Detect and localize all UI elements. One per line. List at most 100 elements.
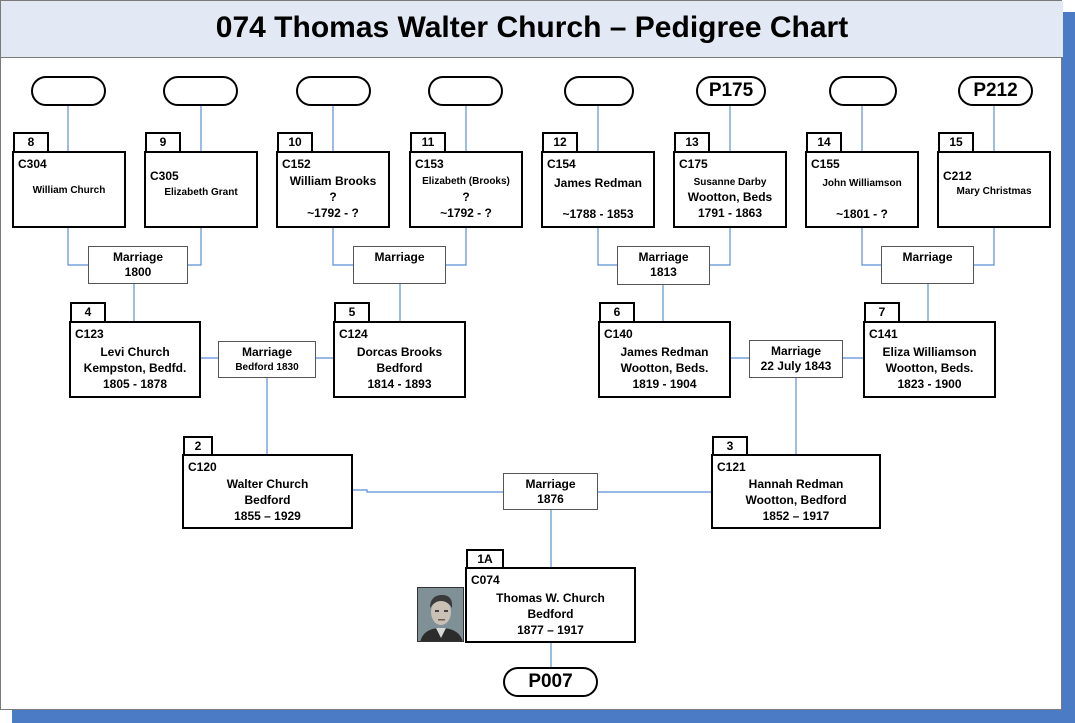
person-id: C124 [339,327,368,341]
person-name: James Redman [553,176,643,190]
person-number-tab: 14 [806,132,842,151]
person-number-tab: 5 [334,302,370,321]
person-name: William Brooks [289,174,377,188]
person-box-8[interactable]: C304 William Church [12,151,126,228]
descendant-pill-p007[interactable]: P007 [503,667,598,697]
person-id: C154 [547,157,576,171]
marriage-box-14-15[interactable]: Marriage [881,246,974,284]
marriage-detail: 22 July 1843 [760,359,832,373]
marriage-detail: 1813 [650,265,677,279]
person-id: C304 [18,157,47,171]
person-name: Hannah Redman [748,477,844,491]
person-dates: ~1801 - ? [836,207,888,221]
person-box-10[interactable]: C152 William Brooks ? ~1792 - ? [276,151,390,228]
person-number-tab: 2 [183,436,213,455]
person-number-tab: 10 [277,132,313,151]
person-box-6[interactable]: C140 James Redman Wootton, Beds. 1819 - … [598,321,731,398]
marriage-box-6-7[interactable]: Marriage 22 July 1843 [749,340,843,378]
marriage-label: Marriage [638,250,689,264]
person-id: C175 [679,157,708,171]
marriage-label: Marriage [902,250,953,264]
person-box-12[interactable]: C154 James Redman ~1788 - 1853 [541,151,655,228]
marriage-box-10-11[interactable]: Marriage [353,246,446,284]
person-id: C141 [869,327,898,341]
title-bar: 074 Thomas Walter Church – Pedigree Char… [1,1,1063,58]
person-id: C140 [604,327,633,341]
person-name: Dorcas Brooks [356,345,443,359]
ancestor-pill[interactable] [564,76,634,106]
person-id: C212 [943,169,972,183]
person-name: Elizabeth Grant [164,187,238,198]
person-id: C155 [811,157,840,171]
person-box-4[interactable]: C123 Levi Church Kempston, Bedfd. 1805 -… [69,321,201,398]
person-place: ? [462,190,470,204]
marriage-label: Marriage [374,250,425,264]
person-dates: 1877 – 1917 [517,623,584,637]
person-box-13[interactable]: C175 Susanne Darby Wootton, Beds 1791 - … [673,151,787,228]
person-box-5[interactable]: C124 Dorcas Brooks Bedford 1814 - 1893 [333,321,466,398]
person-number-tab: 6 [599,302,635,321]
person-place: ? [329,190,337,204]
person-dates: ~1792 - ? [440,206,492,220]
person-place: Bedford [527,607,574,621]
person-box-7[interactable]: C141 Eliza Williamson Wootton, Beds. 182… [863,321,996,398]
person-id: C120 [188,460,217,474]
person-place: Wootton, Beds [687,190,773,204]
person-dates: ~1788 - 1853 [562,207,634,221]
person-dates: 1814 - 1893 [367,377,432,391]
person-box-3[interactable]: C121 Hannah Redman Wootton, Bedford 1852… [711,454,881,529]
marriage-box-8-9[interactable]: Marriage 1800 [88,246,188,284]
ancestor-pill[interactable] [296,76,371,106]
person-dates: 1855 – 1929 [234,509,301,523]
person-name: Levi Church [100,345,170,359]
person-name: Susanne Darby [693,177,767,188]
person-place: Bedford [244,493,291,507]
person-box-9[interactable]: C305 Elizabeth Grant [144,151,258,228]
marriage-box-12-13[interactable]: Marriage 1813 [617,246,710,285]
person-name: John Williamson [822,178,902,189]
person-number-tab: 13 [674,132,710,151]
person-name: Thomas W. Church [496,591,605,605]
person-number-tab: 3 [712,436,748,455]
person-dates: 1823 - 1900 [897,377,962,391]
marriage-label: Marriage [241,345,293,359]
portrait-photo [417,587,464,642]
marriage-label: Marriage [525,477,576,491]
person-number-tab: 15 [938,132,974,151]
person-name: Eliza Williamson [882,345,977,359]
ancestor-pill[interactable] [31,76,106,106]
ancestor-pill[interactable] [829,76,897,106]
ancestor-pill[interactable] [163,76,238,106]
person-box-11[interactable]: C153 Elizabeth (Brooks) ? ~1792 - ? [409,151,523,228]
person-id: C074 [471,573,500,587]
marriage-box-4-5[interactable]: Marriage Bedford 1830 [218,341,316,378]
marriage-label: Marriage [112,250,164,264]
marriage-label: Marriage [770,344,822,358]
ancestor-pill[interactable] [428,76,503,106]
marriage-detail: Bedford 1830 [235,362,299,373]
ancestor-pill-p212[interactable]: P212 [958,76,1033,106]
person-id: C152 [282,157,311,171]
person-box-14[interactable]: C155 John Williamson ~1801 - ? [805,151,919,228]
person-dates: 1805 - 1878 [102,377,168,391]
person-number-tab: 12 [542,132,578,151]
chart-title: 074 Thomas Walter Church – Pedigree Char… [215,11,849,44]
person-name: William Church [32,185,106,196]
person-number-tab: 4 [70,302,106,321]
marriage-detail: 1876 [537,492,564,506]
person-id: C153 [415,157,444,171]
person-box-15[interactable]: C212 Mary Christmas [937,151,1051,228]
person-id: C123 [75,327,104,341]
person-place: Wootton, Beds. [620,361,709,375]
person-place: Wootton, Beds. [885,361,974,375]
person-id: C305 [150,169,179,183]
marriage-box-2-3[interactable]: Marriage 1876 [503,473,598,510]
person-name: Elizabeth (Brooks) [422,176,510,187]
person-place: Wootton, Bedford [745,493,847,507]
ancestor-pill-p175[interactable]: P175 [696,76,766,106]
person-box-2[interactable]: C120 Walter Church Bedford 1855 – 1929 [182,454,353,529]
person-box-1a[interactable]: C074 Thomas W. Church Bedford 1877 – 191… [465,567,636,643]
person-dates: 1852 – 1917 [762,509,830,523]
person-number-tab: 7 [864,302,900,321]
